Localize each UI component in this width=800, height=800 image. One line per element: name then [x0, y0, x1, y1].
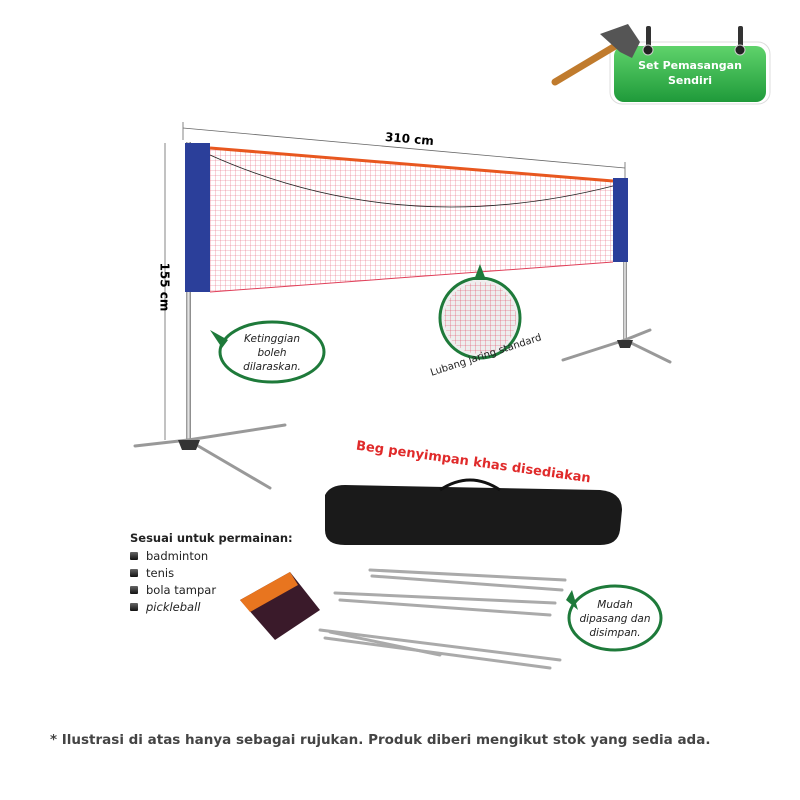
height-label: 155 cm: [157, 262, 172, 312]
badge-line-2: Sendiri: [667, 74, 713, 87]
list-item-label: pickleball: [146, 599, 201, 614]
height-adjustable-callout: Ketinggian boleh dilaraskan.: [222, 332, 322, 374]
bullet-icon: [130, 551, 138, 560]
storage-bag-graphic: [325, 478, 622, 545]
badge-graphic: [551, 24, 771, 105]
list-item: tenis: [130, 564, 293, 581]
suitable-title: Sesuai untuk permainan:: [130, 531, 293, 545]
hammer-icon: [551, 24, 640, 86]
callout-line: boleh: [257, 347, 287, 359]
easy-setup-callout: Mudah dipasang dan disimpan.: [570, 598, 660, 640]
bullet-icon: [130, 585, 138, 594]
callout-line: Mudah: [597, 599, 633, 611]
list-item: pickleball: [130, 598, 293, 615]
list-item-label: badminton: [146, 548, 209, 563]
callout-line: disimpan.: [589, 627, 641, 639]
list-item: bola tampar: [130, 581, 293, 598]
badge-label: Set Pemasangan Sendiri: [620, 58, 760, 88]
footnote: * Ilustrasi di atas hanya sebagai rujuka…: [50, 732, 711, 748]
list-item-label: tenis: [146, 565, 175, 580]
folded-net-graphic: [240, 572, 320, 640]
bullet-icon: [130, 568, 138, 577]
callout-line: dilaraskan.: [243, 361, 301, 373]
badminton-net-graphic: [133, 142, 672, 490]
list-item: badminton: [130, 547, 293, 564]
bullet-icon: [130, 602, 138, 611]
width-dimension-line: [182, 127, 626, 169]
list-item-label: bola tampar: [146, 582, 217, 597]
suitable-for-list: Sesuai untuk permainan: badminton tenis …: [130, 531, 293, 615]
callout-line: Ketinggian: [244, 333, 300, 345]
poles-graphic: [318, 568, 567, 670]
badge-line-1: Set Pemasangan: [638, 59, 742, 72]
callout-line: dipasang dan: [579, 613, 651, 625]
